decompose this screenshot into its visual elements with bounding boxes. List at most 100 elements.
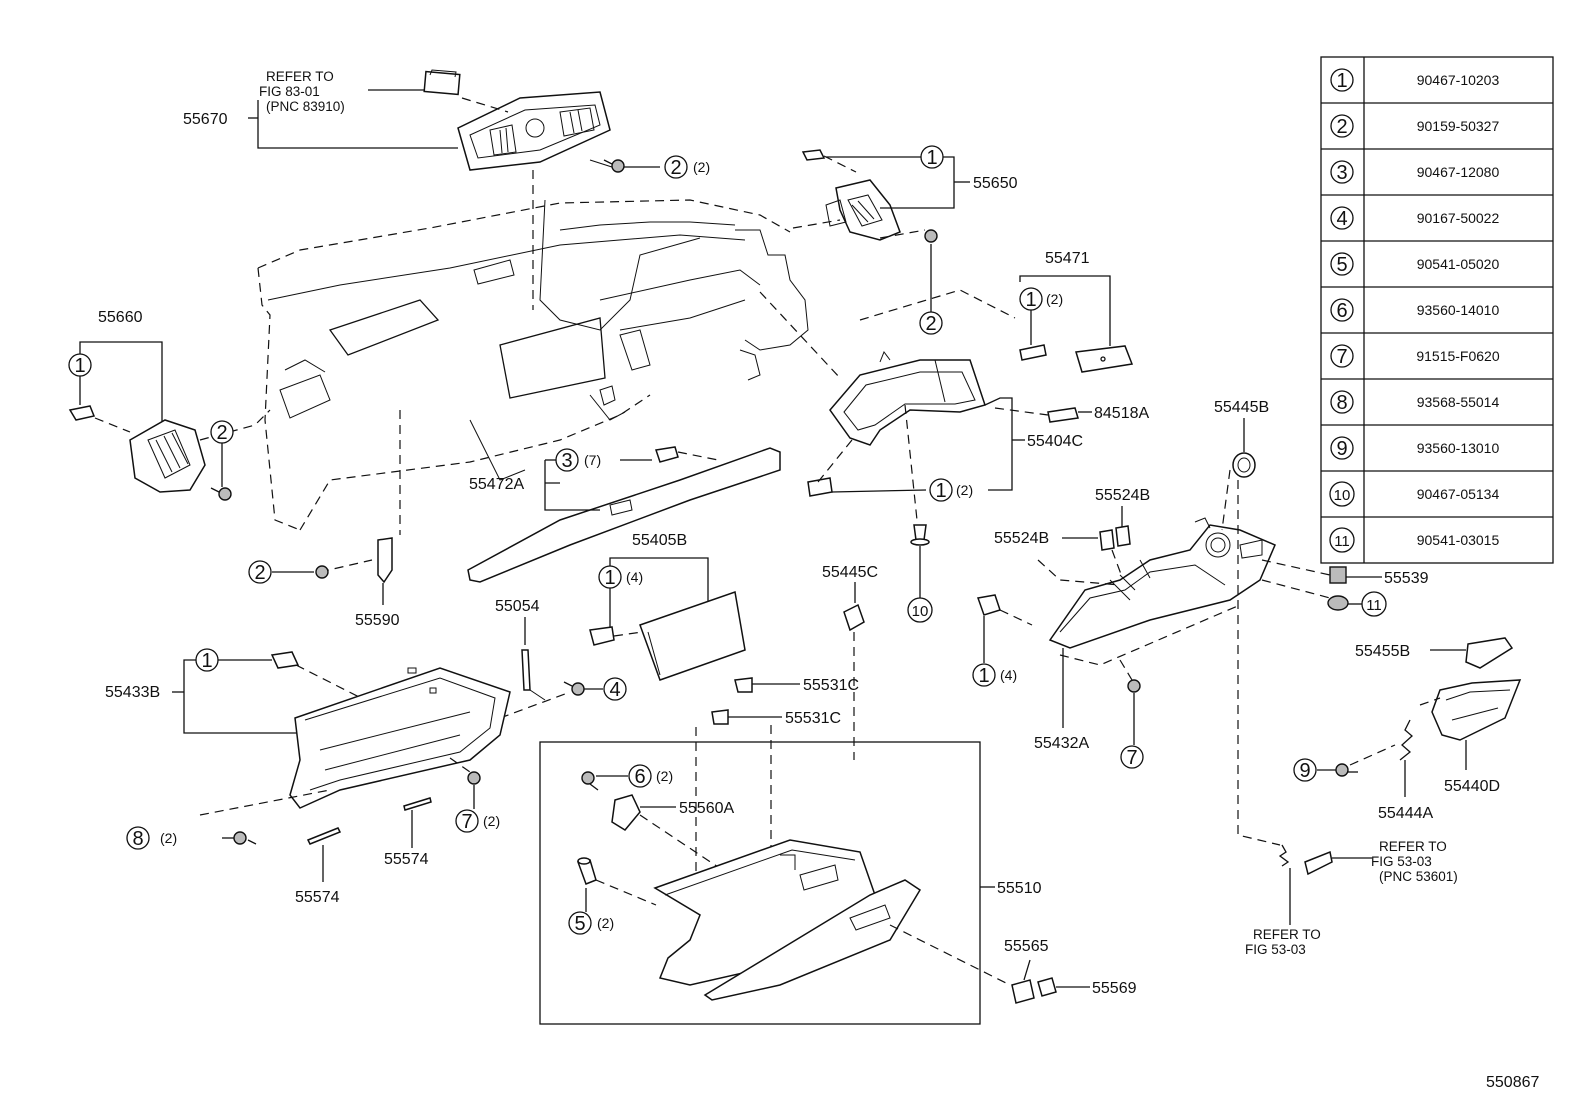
callout-number: 2 (925, 313, 936, 335)
fastener-table: 1 90467-10203 2 90159-50327 3 90467-1208… (1320, 56, 1554, 564)
part-label: 55660 (98, 309, 143, 326)
callout-quantity: (2) (656, 768, 673, 784)
screw (581, 771, 599, 791)
callout-number: 2 (670, 157, 681, 179)
part-label: 55445B (1214, 399, 1269, 416)
table-row-part: 90467-05134 (1417, 486, 1500, 502)
part-label: 55531C (785, 710, 841, 727)
part-label: 55455B (1355, 643, 1410, 660)
reference-note: REFER TO (1253, 927, 1321, 942)
callout-number: 5 (574, 913, 585, 935)
callout-number: 9 (1299, 760, 1310, 782)
table-row-part: 93560-14010 (1417, 302, 1500, 318)
part-label: 55471 (1045, 250, 1090, 267)
part-label: 55445C (822, 564, 878, 581)
spring (1278, 844, 1290, 867)
callout-number: 1 (604, 567, 615, 589)
clip (976, 594, 1001, 616)
part-label: 55404C (1027, 433, 1083, 450)
callout-quantity: (2) (956, 482, 973, 498)
table-row-part: 90467-10203 (1417, 72, 1500, 88)
table-row-part: 93568-55014 (1417, 394, 1500, 410)
screw (210, 487, 232, 501)
table-row-num: 11 (1334, 533, 1350, 550)
table-row-num: 9 (1336, 438, 1347, 460)
bulb (1327, 595, 1349, 611)
ring-55445B (1232, 452, 1256, 478)
damper (576, 857, 597, 885)
part-label: 55433B (105, 684, 160, 701)
part-label: 55569 (1092, 980, 1137, 997)
table-row-num: 10 (1334, 487, 1351, 504)
callout-quantity: (2) (483, 813, 500, 829)
callout-number: 7 (1126, 747, 1137, 769)
cushion-55565 (1011, 979, 1035, 1004)
spring-55444A (1399, 719, 1413, 761)
table-row-num: 7 (1336, 346, 1347, 368)
callout-number: 2 (254, 562, 265, 584)
panel-55471 (1075, 345, 1134, 373)
clip (711, 709, 729, 725)
callout-number: 2 (216, 422, 227, 444)
part-label: 55524B (1095, 487, 1150, 504)
callout-number: 4 (609, 679, 620, 701)
callout-number: 1 (201, 650, 212, 672)
part-label: 55574 (384, 851, 429, 868)
part-label: 55650 (973, 175, 1018, 192)
figure-id: 550867 (1486, 1074, 1539, 1091)
hinge (1304, 850, 1333, 876)
center-vent-55670 (457, 91, 611, 171)
screw (603, 159, 625, 173)
table-row-num: 1 (1336, 70, 1347, 92)
lock-55560A (611, 794, 641, 831)
part-label: 55524B (994, 530, 1049, 547)
pad-55524B (1099, 525, 1131, 551)
table-row-part: 90541-03015 (1417, 532, 1500, 548)
reference-note: (PNC 53601) (1379, 869, 1458, 884)
reference-note: FIG 53-03 (1245, 942, 1306, 957)
callout-number: 3 (561, 450, 572, 472)
screw (467, 771, 481, 785)
part-label: 55444A (1378, 805, 1433, 822)
part-label: 55472A (469, 476, 524, 493)
table-row-num: 6 (1336, 300, 1347, 322)
callout-number: 1 (926, 147, 937, 169)
callout-quantity: (2) (160, 830, 177, 846)
callout-number: 6 (634, 766, 645, 788)
bolt-55574 (306, 827, 342, 845)
callout-number: 7 (461, 811, 472, 833)
cushion-55569 (1037, 977, 1057, 997)
table-row-part: 91515-F0620 (1416, 348, 1500, 364)
cover-55405B (639, 591, 746, 681)
table-row-num: 4 (1336, 208, 1347, 230)
callout-number: 1 (1025, 289, 1036, 311)
table-row-part: 90167-50022 (1417, 210, 1500, 226)
part-label: 55539 (1384, 570, 1429, 587)
callout-quantity: (2) (1046, 291, 1063, 307)
center-console-55432A (1048, 517, 1276, 649)
box-55440D (1431, 679, 1522, 741)
callout-quantity: (2) (597, 915, 614, 931)
right-vent-55650 (825, 179, 901, 241)
callout-number: 1 (978, 665, 989, 687)
callout-number: 1 (935, 480, 946, 502)
part-label: 55510 (997, 880, 1042, 897)
table-row-num: 2 (1336, 116, 1347, 138)
table-row-part: 90159-50327 (1417, 118, 1500, 134)
part-label: 55560A (679, 800, 734, 817)
callout-quantity: (4) (626, 569, 643, 585)
clip (807, 477, 833, 497)
callout-number: 11 (1366, 597, 1382, 614)
callout-number: 1 (74, 355, 85, 377)
switch-55539 (1329, 566, 1347, 584)
screw (924, 229, 938, 243)
callout-quantity: (2) (693, 159, 710, 175)
part-label: 55405B (632, 532, 687, 549)
bracket-55590 (377, 537, 393, 584)
hazard-switch (423, 69, 461, 96)
left-vent-55660 (129, 419, 206, 493)
reference-note: FIG 53-03 (1371, 854, 1432, 869)
bolt-55574 (403, 797, 432, 811)
lower-panel-55433B (289, 667, 511, 809)
callout-quantity: (4) (1000, 667, 1017, 683)
